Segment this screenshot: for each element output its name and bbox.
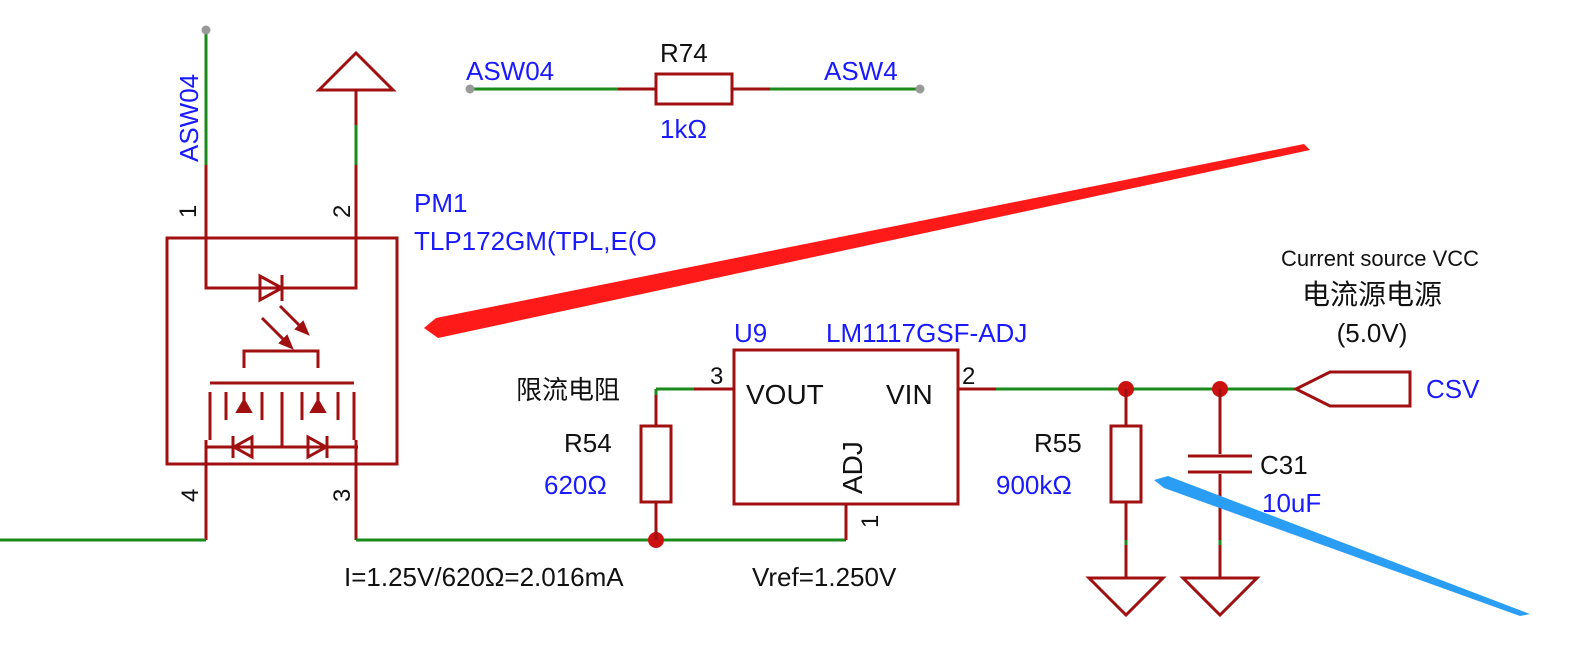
net-label-asw04-h: ASW04 (466, 56, 554, 86)
net-end-dot[interactable] (465, 84, 475, 94)
u9-adj-label: ADJ (837, 441, 868, 494)
ground-icon (1085, 576, 1167, 618)
u9-ref: U9 (734, 318, 767, 348)
vref-note: Vref=1.250V (752, 562, 897, 592)
bottom-wires (0, 532, 846, 548)
u9-regulator[interactable]: U9 LM1117GSF-ADJ VOUT VIN ADJ 3 2 1 (694, 318, 1027, 540)
asw04-net: ASW04 (174, 25, 211, 165)
r55-ref: R55 (1034, 428, 1082, 458)
r55-value: 900kΩ (996, 470, 1072, 500)
u9-vout-label: VOUT (746, 379, 824, 410)
blue-annotation-arrow (1154, 476, 1530, 616)
pm1-pin2-label: 2 (329, 205, 356, 218)
r55-resistor[interactable]: R55 900kΩ (996, 389, 1167, 618)
pm1-pin4-label: 4 (177, 489, 204, 502)
pm1-pin3-label: 3 (329, 489, 356, 502)
pm1-pin1-label: 1 (175, 205, 202, 218)
c31-value: 10uF (1262, 488, 1321, 518)
net-end-dot[interactable] (915, 84, 925, 94)
pm1-part: TLP172GM(TPL,E(O (414, 226, 657, 256)
r54-value: 620Ω (544, 470, 607, 500)
vin-rail (996, 381, 1296, 397)
net-label-asw04: ASW04 (174, 74, 204, 162)
ground-symbol-top (315, 50, 397, 165)
supply-notes: Current source VCC 电流源电源 (5.0V) (1281, 246, 1479, 348)
r74-value: 1kΩ (660, 114, 707, 144)
current-limit-note: 限流电阻 (516, 375, 620, 405)
ground-icon (1179, 576, 1261, 618)
pm1-ref: PM1 (414, 188, 467, 218)
net-end-dot[interactable] (201, 25, 211, 35)
led-diode-icon (258, 273, 286, 303)
net-label-csv: CSV (1426, 374, 1480, 404)
body-diode-left-icon (230, 434, 254, 460)
r54-resistor[interactable]: 限流电阻 R54 620Ω (516, 375, 694, 540)
u9-pin1-label: 1 (857, 515, 884, 528)
r74-resistor[interactable]: ASW04 ASW4 R74 1kΩ (465, 38, 925, 144)
c31-ref: C31 (1260, 450, 1308, 480)
current-formula: I=1.25V/620Ω=2.016mA (344, 562, 624, 592)
u9-part: LM1117GSF-ADJ (826, 318, 1027, 348)
r74-ref: R74 (660, 38, 708, 68)
pm1-photorelay[interactable]: 1 2 4 3 (165, 165, 657, 540)
c31-capacitor[interactable]: C31 10uF (1179, 389, 1321, 618)
body-diode-right-icon (306, 434, 330, 460)
u9-vin-label: VIN (886, 379, 933, 410)
u9-pin2-label: 2 (962, 363, 975, 390)
red-annotation-arrow (424, 144, 1310, 338)
net-label-asw4: ASW4 (824, 56, 898, 86)
vcc-note-cn: 电流源电源 (1302, 279, 1442, 310)
vcc-note-voltage: (5.0V) (1337, 318, 1408, 348)
u9-pin3-label: 3 (710, 363, 723, 390)
csv-port[interactable]: CSV (1292, 370, 1480, 408)
r54-ref: R54 (564, 428, 612, 458)
vcc-note-en: Current source VCC (1281, 246, 1479, 271)
